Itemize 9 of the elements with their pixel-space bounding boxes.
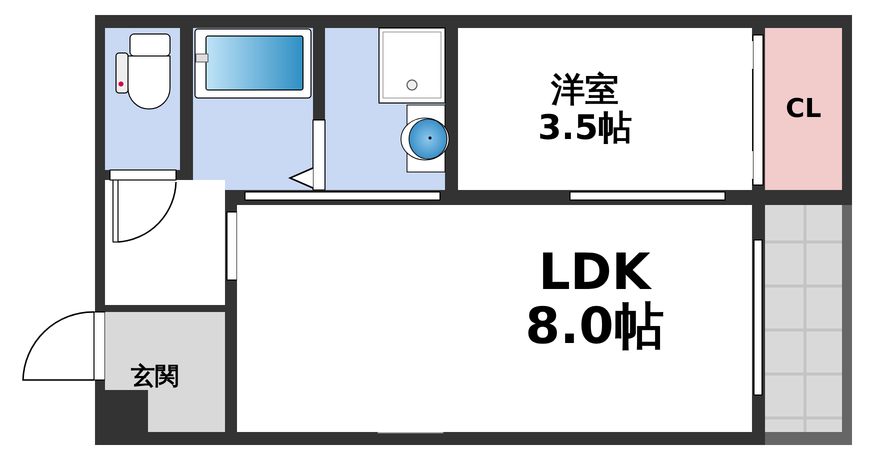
room-area: [458, 28, 752, 190]
room-area: [237, 205, 752, 432]
room-label: 8.0帖: [525, 298, 664, 352]
room-label: CL: [786, 94, 822, 124]
room-label: LDK: [538, 244, 651, 298]
room-label: 洋室: [551, 71, 619, 109]
room-area: [765, 28, 842, 190]
room-label: 玄関: [131, 362, 179, 390]
room-label: 3.5帖: [538, 109, 632, 147]
